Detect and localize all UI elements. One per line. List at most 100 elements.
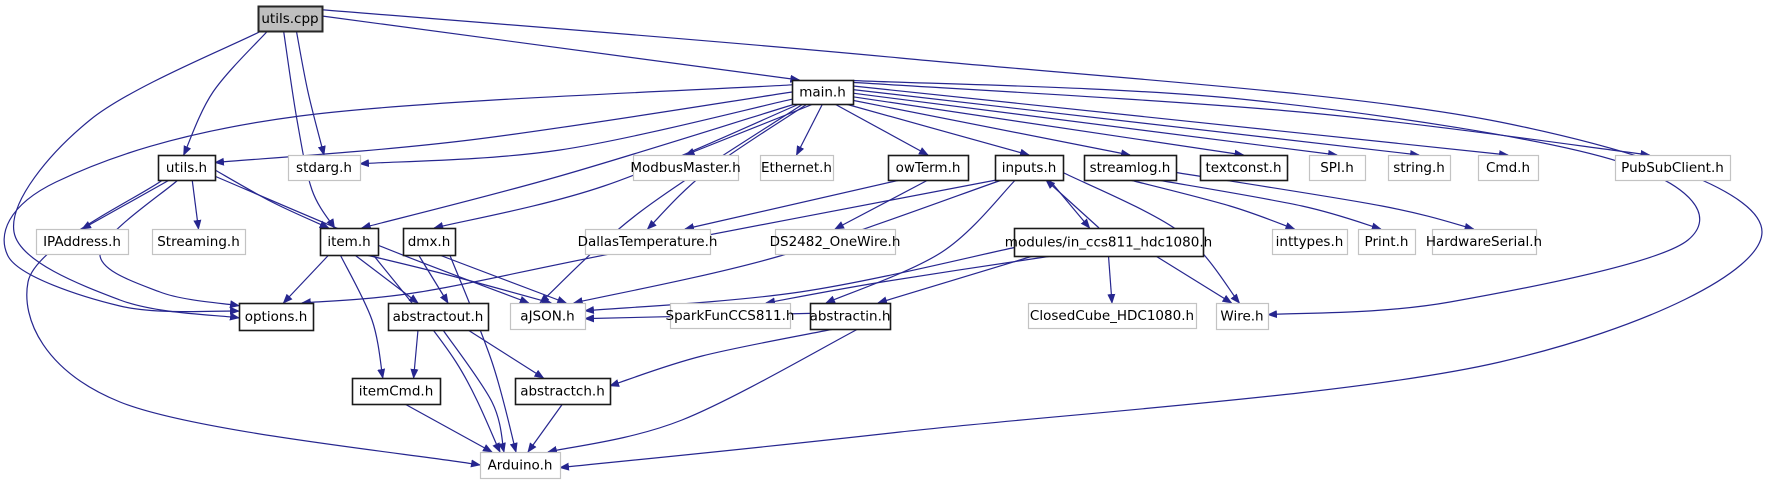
edge-streamlog_h-to-Print_h: [1157, 179, 1382, 231]
node-label: aJSON.h: [520, 309, 574, 325]
node-options_h[interactable]: options.h: [238, 302, 315, 332]
node-stdarg_h: stdarg.h: [287, 154, 362, 182]
node-label: stdarg.h: [296, 160, 352, 176]
edge-main_h-to-textconst_h: [852, 96, 1245, 158]
node-label: owTerm.h: [896, 160, 961, 176]
node-box-external: [1308, 154, 1367, 182]
edge-item_h-to-options_h: [282, 254, 330, 304]
node-box-external: [1271, 228, 1349, 256]
node-box-documented: [319, 227, 380, 257]
node-box-documented: [257, 5, 324, 33]
node-label: streamlog.h: [1090, 160, 1171, 176]
edge-main_h-to-stdarg_h: [359, 98, 793, 168]
node-dmx_h[interactable]: dmx.h: [402, 227, 457, 257]
node-label: IPAddress.h: [43, 234, 121, 250]
edge-main_h-to-string_h: [852, 89, 1420, 158]
node-box-external: [1357, 228, 1417, 256]
edge-dmx_h-to-Arduino_h: [449, 254, 518, 453]
node-label: inputs.h: [1002, 160, 1057, 176]
node-item_h[interactable]: item.h: [319, 227, 380, 257]
edge-itemCmd_h-to-Arduino_h: [404, 403, 493, 453]
node-streamlog_h[interactable]: streamlog.h: [1083, 154, 1178, 182]
edge-main_h-to-item_h: [360, 103, 796, 230]
node-abstractch_h[interactable]: abstractch.h: [514, 377, 612, 406]
node-IPAddress_h: IPAddress.h: [35, 228, 130, 256]
node-box-external: [1477, 154, 1540, 182]
node-abstractout_h[interactable]: abstractout.h: [387, 302, 490, 332]
edge-utils_h-to-IPAddress_h: [81, 179, 170, 230]
edge-utils_h-to-options_h: [99, 179, 240, 309]
node-label: Cmd.h: [1486, 160, 1530, 176]
edge-abstractin_h-to-abstractch_h: [609, 328, 835, 387]
node-label: utils.cpp: [261, 11, 318, 27]
edge-item_h-to-itemCmd_h: [339, 254, 386, 379]
node-label: string.h: [1393, 160, 1445, 176]
edge-main_h-to-Cmd_h: [852, 85, 1509, 159]
edge-utils_h-to-Streaming_h: [191, 179, 202, 230]
node-textconst_h[interactable]: textconst.h: [1199, 154, 1289, 182]
node-box-documented: [387, 302, 490, 332]
node-label: item.h: [327, 234, 370, 250]
edge-abstractout_h-to-itemCmd_h: [410, 329, 419, 379]
edge-streamlog_h-to-inttypes_h: [1129, 179, 1296, 230]
node-Print_h: Print.h: [1357, 228, 1417, 256]
node-label: DS2482_OneWire.h: [770, 234, 901, 250]
edge-owTerm_h-to-DallasTemperature_h: [684, 179, 901, 231]
node-owTerm_h[interactable]: owTerm.h: [887, 154, 970, 182]
edge-main_h-to-owTerm_h: [834, 103, 929, 156]
node-label: SparkFunCCS811.h: [666, 308, 795, 324]
node-modules_h[interactable]: modules/in_ccs811_hdc1080.h: [1005, 227, 1212, 258]
node-label: abstractout.h: [393, 309, 484, 325]
node-string_h: string.h: [1387, 154, 1452, 182]
node-label: HardwareSerial.h: [1426, 234, 1542, 250]
edge-main_h-to-PubSubClient_h: [852, 81, 1651, 158]
node-box-documented: [1199, 154, 1289, 182]
edge-modules_h-to-Wire_h: [1155, 255, 1233, 304]
edge-item_h-to-aJSON_h: [366, 254, 553, 305]
node-box-documented: [402, 227, 457, 257]
edge-modules_h-to-inputs_h: [1045, 179, 1100, 229]
node-Streaming_h: Streaming.h: [151, 228, 247, 256]
edge-utils_cpp-to-stdarg_h: [295, 30, 326, 156]
node-box-documented: [157, 154, 217, 182]
node-label: Ethernet.h: [761, 160, 832, 176]
node-box-external: [151, 228, 247, 256]
node-Arduino_h: Arduino.h: [479, 451, 562, 480]
edge-inputs_h-to-options_h: [300, 179, 997, 307]
edge-owTerm_h-to-DS2482_OneWire_h: [834, 179, 929, 230]
edge-modules_h-to-ClosedCube_HDC1080_h: [1107, 255, 1116, 304]
node-abstractin_h[interactable]: abstractin.h: [809, 302, 892, 331]
node-label: Print.h: [1365, 234, 1409, 250]
node-label: utils.h: [166, 160, 207, 176]
node-box-documented: [809, 302, 892, 331]
node-utils_cpp: utils.cpp: [257, 5, 324, 33]
node-itemCmd_h[interactable]: itemCmd.h: [351, 377, 442, 406]
node-HardwareSerial_h: HardwareSerial.h: [1426, 228, 1542, 256]
node-DS2482_OneWire_h: DS2482_OneWire.h: [770, 228, 901, 256]
node-label: main.h: [799, 85, 846, 101]
node-label: modules/in_ccs811_hdc1080.h: [1005, 235, 1212, 251]
edge-inputs_h-to-abstractin_h: [825, 179, 1016, 304]
edge-abstractch_h-to-Arduino_h: [527, 403, 563, 453]
edge-dmx_h-to-aJSON_h: [439, 254, 568, 304]
node-box-documented: [238, 302, 315, 332]
edge-inputs_h-to-aJSON_h: [572, 179, 1002, 305]
node-box-external: [632, 154, 740, 182]
edge-main_h-to-SPI_h: [852, 92, 1338, 158]
node-box-external: [759, 154, 835, 182]
edge-utils_cpp-to-main_h: [321, 15, 801, 83]
node-inputs_h[interactable]: inputs.h: [994, 154, 1065, 182]
node-box-external: [1027, 302, 1198, 330]
edge-utils_h-to-item_h: [214, 169, 330, 229]
edge-main_h-to-inputs_h: [845, 103, 1030, 157]
edge-utils_h-to-aJSON_h: [214, 175, 530, 304]
node-label: ClosedCube_HDC1080.h: [1030, 308, 1194, 324]
node-box-external: [287, 154, 362, 182]
node-box-documented: [1013, 227, 1205, 258]
edge-item_h-to-abstractout_h: [354, 254, 419, 304]
node-utils_h[interactable]: utils.h: [157, 154, 217, 182]
node-box-external: [509, 302, 587, 331]
node-main_h[interactable]: main.h: [791, 79, 855, 106]
edge-abstractin_h-to-Arduino_h: [547, 328, 859, 454]
